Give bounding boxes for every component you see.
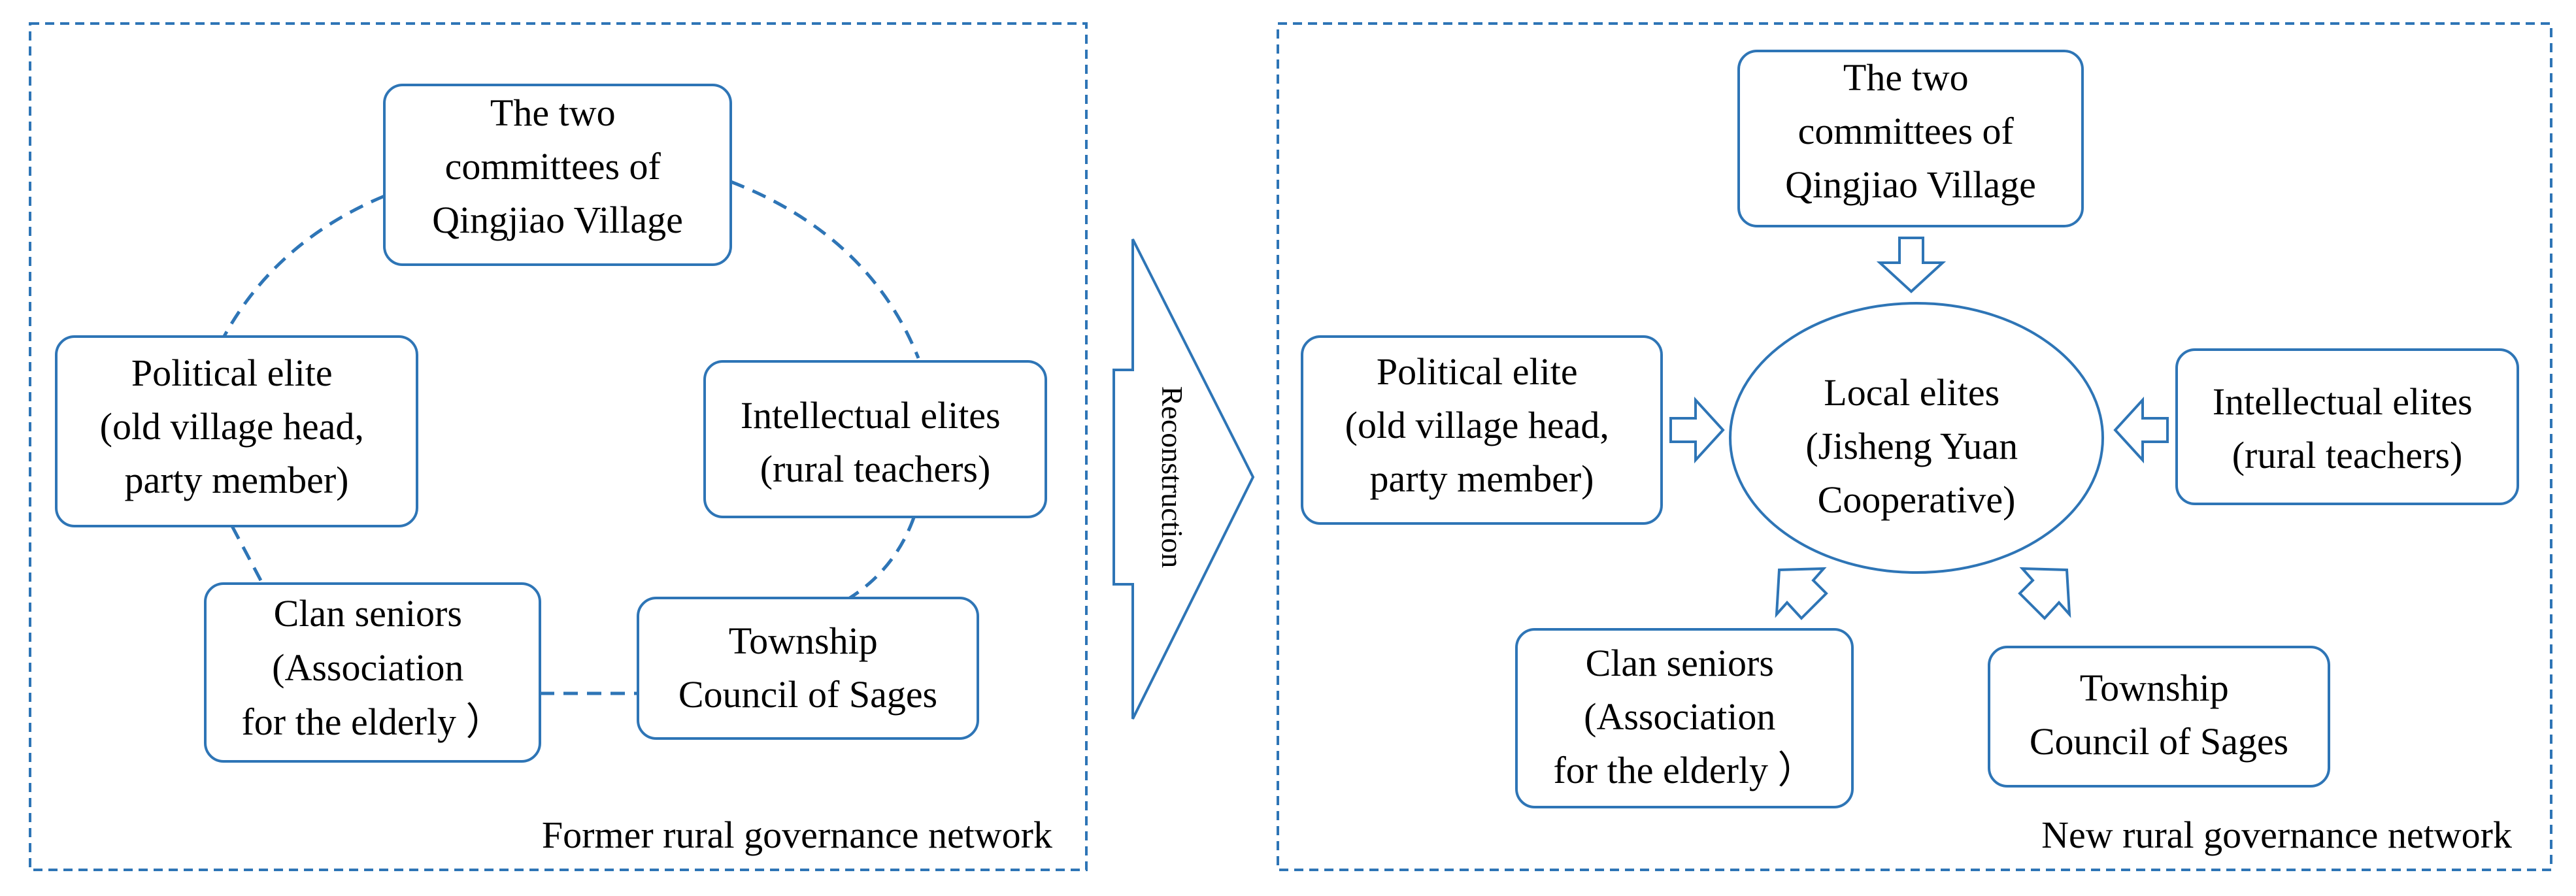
arrow-clan-to-local <box>1775 567 1828 620</box>
new-intellectual-box <box>2175 348 2519 505</box>
new-clan-label: Clan seniors (Association for the elderl… <box>1553 642 1815 791</box>
new-committees-box <box>1737 50 2084 227</box>
connector-committees-political <box>220 194 385 341</box>
connector-committees-intellectual <box>730 180 920 359</box>
new-political-box <box>1301 335 1663 525</box>
former-township-box <box>637 597 979 740</box>
arrow-committees-to-local <box>1876 237 1947 293</box>
former-intellectual-box <box>703 360 1047 518</box>
former-political-box <box>55 335 418 527</box>
arrow-intellectual-to-local <box>2113 396 2169 464</box>
new-local-elites-ellipse <box>1729 302 2104 574</box>
new-local-elites-label: Local elites (Jisheng Yuan Cooperative) <box>1805 371 2027 521</box>
former-network-panel <box>29 22 1088 871</box>
former-committees-label: The two committees of Qingjiao Village <box>432 91 683 241</box>
connector-political-clan <box>230 525 263 583</box>
new-clan-box <box>1515 628 1854 808</box>
former-network-caption: Former rural governance network <box>542 814 1052 856</box>
former-political-label: Political elite (old village head, party… <box>100 352 374 501</box>
new-intellectual-label: Intellectual elites (rural teachers) <box>2213 380 2482 476</box>
new-township-label: Township Council of Sages <box>2030 667 2288 763</box>
arrow-political-to-local <box>1669 396 1725 464</box>
new-township-box <box>1988 646 2330 788</box>
former-clan-box <box>204 582 541 763</box>
former-committees-box <box>383 84 732 266</box>
reconstruction-arrow <box>1112 239 1255 720</box>
arrow-township-to-local <box>2018 567 2071 620</box>
new-committees-label: The two committees of Qingjiao Village <box>1785 56 2036 206</box>
former-clan-label: Clan seniors (Association for the elderl… <box>241 592 503 743</box>
new-political-label: Political elite (old village head, party… <box>1345 350 1619 500</box>
new-network-panel <box>1277 22 2552 871</box>
former-township-label: Township Council of Sages <box>678 620 937 716</box>
former-intellectual-label: Intellectual elites (rural teachers) <box>741 394 1010 490</box>
new-network-caption: New rural governance network <box>2041 814 2512 856</box>
connector-intellectual-township <box>848 517 916 600</box>
reconstruction-label: Reconstruction <box>1156 386 1189 569</box>
